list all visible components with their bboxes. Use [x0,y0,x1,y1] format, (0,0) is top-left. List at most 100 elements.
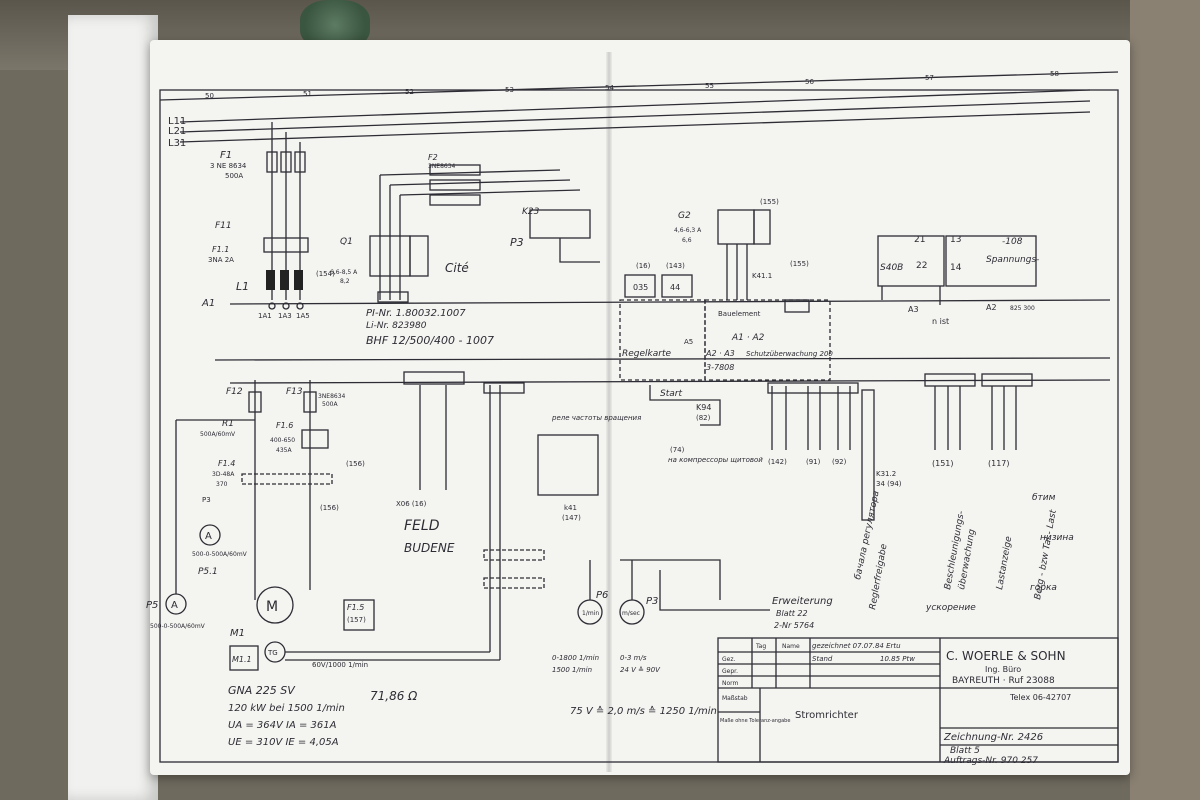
right-contacts: 21 22 13 14 -108 S40B Spannungs- A3 A2 8… [861,235,1039,521]
erweiterung-note: Erweiterung [772,596,833,607]
field-voltage: UE = 310V IE = 4,05A [228,737,339,748]
phase-bus: L11 L21 L31 [168,89,1091,149]
k31-label: K31.2 [876,470,896,478]
speed-meters: реле частоты вращения на компрессоры щит… [483,382,833,717]
module-44: 44 [670,283,680,292]
speed-calc: 75 V ≙ 2,0 m/s ≙ 1250 1/min [570,705,717,717]
q1-label: Q1 [340,237,353,247]
signal-lines: (142) (91) (92) [767,382,859,466]
col-marker: 53 [505,86,514,94]
m1-label: M1 [230,628,245,639]
p3-tag: P3 [510,236,524,249]
f12-label: F12 [226,387,243,397]
f11-label: F11 [215,221,232,231]
g2-label: G2 [678,211,691,221]
f13-rating: 3NE8634 [318,393,346,400]
p5-meter-label: A [171,600,178,611]
ref-16: (16) [636,262,651,270]
col-marker: 57 [925,74,934,82]
p5-range: 500-0-500A/60mV [150,623,206,630]
contact-22: 22 [916,261,927,271]
a2-label: A2 [986,303,997,312]
col-header-name: Name [782,643,800,650]
pencil-note: горка [1030,583,1057,593]
contact-13: 13 [950,235,961,245]
bhf-number: BHF 12/500/400 - 1007 [366,334,494,347]
ref-142: (142) [768,458,787,466]
range-p3b: 24 V ≙ 90V [620,666,661,674]
a1a2-label: A1 · A2 [731,333,765,343]
x06-label: X06 (16) [396,500,427,508]
row-header: Gez. [722,656,735,663]
f15-label: F1.5 [347,603,364,612]
k411-label: K41.1 [752,272,772,280]
q1-range: 6,6-8,5 A [330,269,358,276]
k23-label: K23 [522,207,540,217]
column-markers: 50 51 52 53 54 55 56 57 58 [205,70,1059,100]
drawing-title: Stromrichter [795,710,859,721]
choke-coil [294,270,303,290]
rotated-labels: Reglerfreigabe Beschleunigungs- überwach… [868,509,1059,611]
table-edge [1130,0,1200,800]
ref-91: (91) [806,458,821,466]
range-p6b: 1500 1/min [552,666,592,674]
pi-info: PI-Nr. 1.80032.1007 Li-Nr. 823980 BHF 12… [366,308,494,347]
previous-page-edge [68,15,158,800]
f14-rating: 3D-48A [212,471,235,478]
k82-label: (82) [696,414,711,422]
company-ing: Ing. Büro [985,665,1021,674]
armature-voltage: UA = 364V IA = 361A [228,720,337,731]
russian-note-2: на компрессоры щитовой [668,456,763,464]
p6-label: P6 [596,590,608,601]
ammeter-label: A [205,531,212,542]
schutz-label: Schutzüberwachung 200 [746,350,833,358]
sheet-number: Blatt 5 [950,746,980,756]
order-number: Auftrags-Nr. 970 257 [943,756,1038,766]
ammeter-symbol [199,524,221,546]
col-marker: 58 [1050,70,1059,78]
company-telex: Telex 06-42707 [1009,693,1071,702]
blatt-ref: Blatt 22 [776,609,808,618]
f16-rating: 400-650 [270,437,295,444]
regelkarte-label: Regelkarte [622,349,671,359]
motor-label: M [266,599,278,615]
fuse-group-f2: F2 3NE8634 [379,153,581,300]
contact-21: 21 [914,235,925,245]
motor-spec: 120 kW bei 1500 1/min [228,703,345,714]
col-header-tag: Tag [755,643,766,650]
f14-label: F1.4 [218,459,235,468]
resistance-note: 71,86 Ω [370,689,418,703]
motor-type: GNA 225 SV [228,684,296,697]
pencil-note: бтим [1032,493,1056,503]
row-header: Norm [722,680,739,687]
k1-ref: (74) [670,446,685,454]
m11-label: M1.1 [232,655,252,664]
f1-label: F1 [220,150,232,161]
f16-current: 435A [276,447,292,454]
armature-circuit: F12 F13 3NE8634 500A R1 500A/60mV F1.6 4… [146,371,500,748]
nrs-ref: 2-Nr 5764 [774,621,814,630]
p51-label: P5.1 [198,567,218,577]
terminal-label: 1A5 [296,312,310,320]
f11b-rating: 3NA 2A [208,256,234,264]
l1-label: L1 [236,280,249,293]
drawing-frame [159,89,1119,763]
range-p6: 0-1800 1/min [552,654,599,662]
ref-156b: (156) [320,504,339,512]
row-header: Gepr. [722,668,738,675]
li-number: Li-Nr. 823980 [366,321,427,331]
col-marker: 52 [405,88,414,96]
tacho-label: TG [267,649,278,657]
mass-label: Maße ohne Toleranz-angabe [720,718,790,724]
col-marker: 54 [605,84,614,92]
pencil-note: низина [1040,533,1074,543]
row-header: Maßstab [722,695,748,702]
f1-rating: 3 NE 8634 [210,162,247,170]
meter-p3-unit: m/sec [622,610,640,617]
k41-label: k41 [564,504,577,512]
reglerfreigabe-label: Reglerfreigabe [868,543,889,611]
a3-label: A3 [908,305,919,314]
a2a3-label: A2 · A3 [705,349,735,358]
terminal-label: 1A3 [278,312,292,320]
